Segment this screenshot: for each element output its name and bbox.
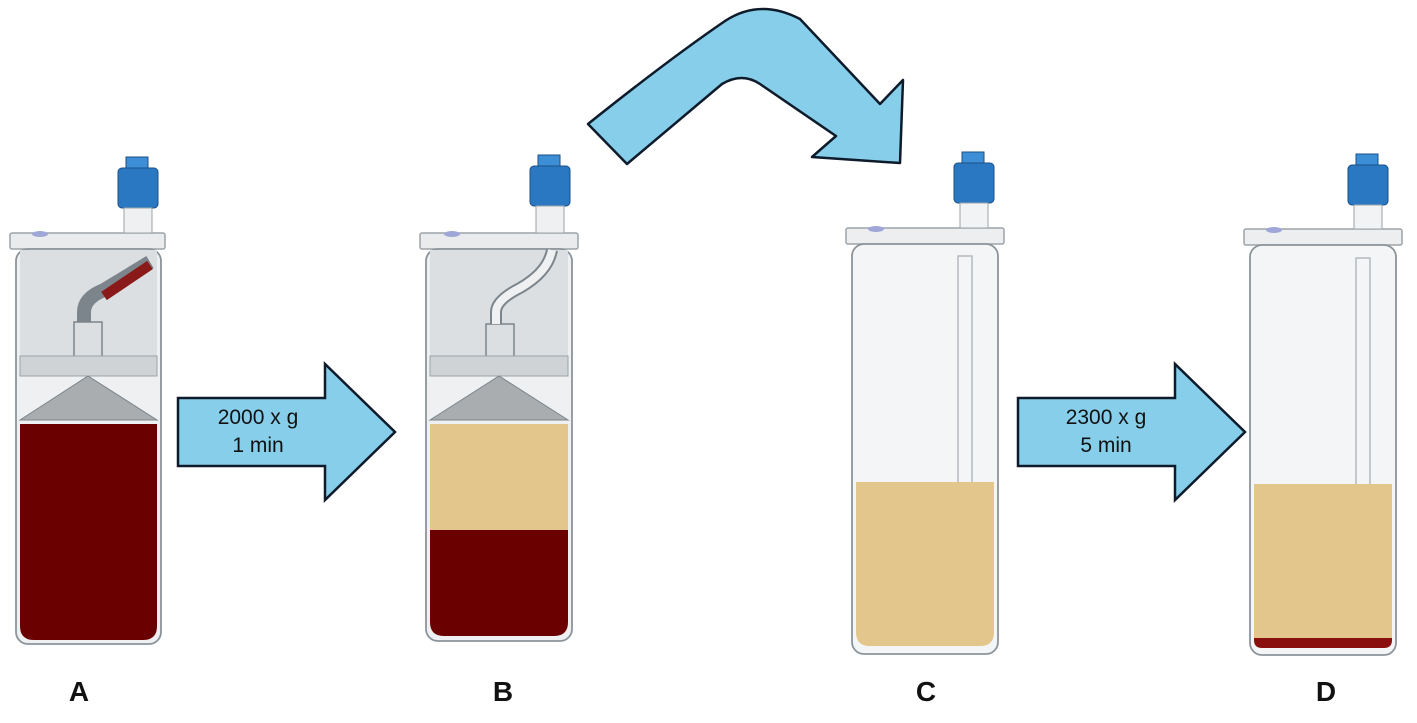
curved-arrow-icon [586, 7, 905, 166]
transfer-channel-bore [492, 249, 556, 324]
cone [18, 375, 159, 421]
blood-in-channel [101, 260, 153, 301]
vent-port [444, 231, 460, 237]
plasma-layer [856, 482, 994, 646]
plasma-layer [430, 424, 568, 530]
panel-label-b: B [492, 676, 514, 707]
separator-plate [19, 355, 158, 377]
vent-port [32, 231, 48, 237]
container-c [845, 151, 1005, 655]
red-cell-layer [430, 530, 568, 636]
spin-1-time: 1 min [232, 434, 284, 457]
spin-2-time: 5 min [1080, 434, 1132, 457]
lid [419, 232, 579, 250]
separator-plate [429, 355, 569, 377]
container-d [1243, 153, 1403, 656]
panel-label-a: A [68, 676, 90, 707]
spin-arrow-1 [176, 361, 397, 503]
container-b [419, 154, 579, 642]
plasma-layer [1254, 484, 1392, 640]
red-cell-pellet [1254, 638, 1392, 648]
blue-cap [1347, 153, 1389, 230]
blue-cap [117, 156, 159, 234]
spin-2-label: 2300 x g 5 min [1036, 404, 1176, 460]
panel-label-c: C [915, 676, 937, 707]
cone [428, 375, 570, 421]
vent-port [868, 226, 884, 232]
spin-1-label: 2000 x g 1 min [188, 404, 328, 460]
container-a [9, 156, 166, 645]
panel-label-d: D [1315, 676, 1337, 707]
blood-layer [20, 424, 157, 640]
blue-cap [953, 151, 995, 229]
vent-port [1266, 227, 1282, 233]
spin-arrow-2 [1016, 361, 1247, 503]
spin-2-force: 2300 x g [1065, 406, 1147, 429]
blue-cap [529, 154, 571, 234]
spin-1-force: 2000 x g [217, 406, 299, 429]
